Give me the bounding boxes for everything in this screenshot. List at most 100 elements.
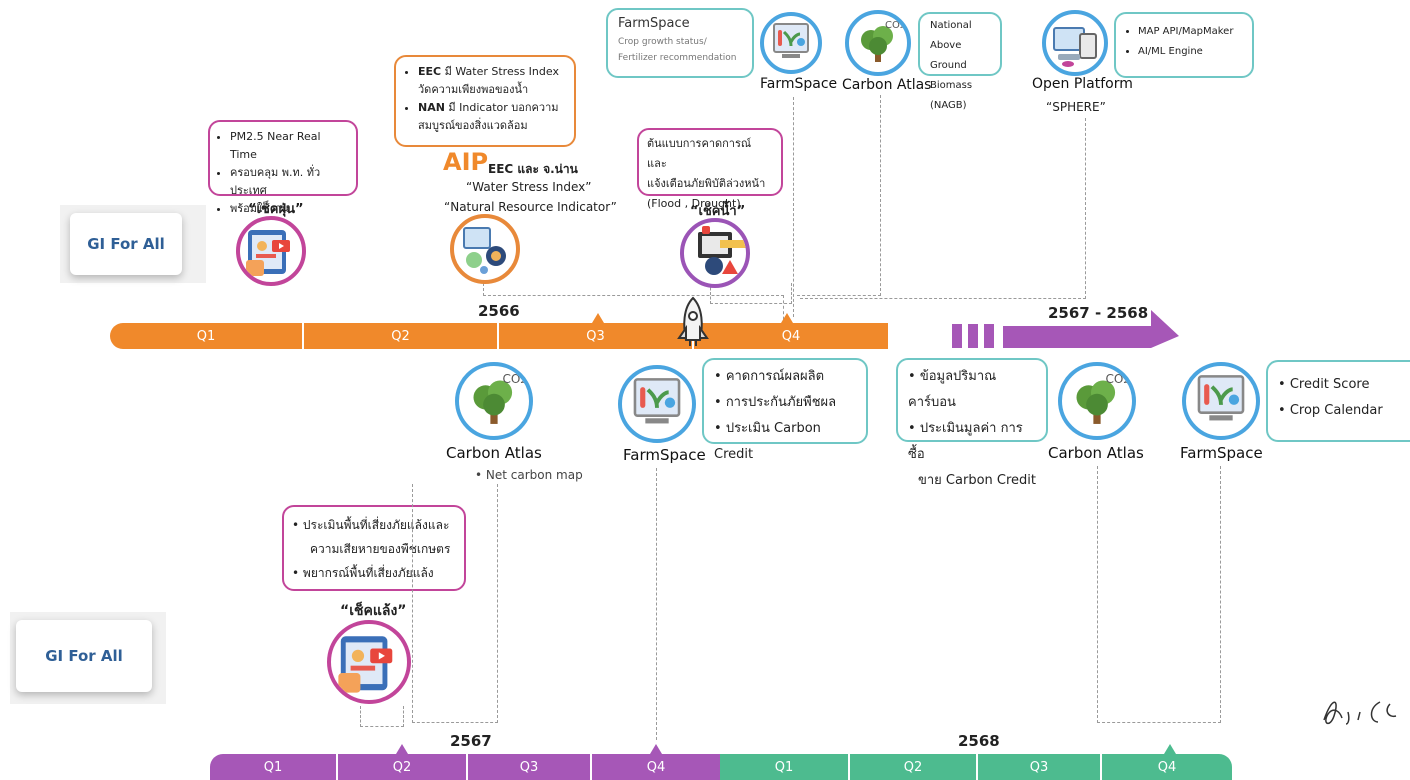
quarter-q3[interactable]: Q3 [499, 323, 694, 349]
timeline-stripe [984, 324, 994, 348]
forecast-line: แจ้งเตือนภัยพิบัติล่วงหน้า [647, 177, 766, 190]
connector [412, 484, 498, 723]
pm25-item: พร้อมใช้งาน [230, 200, 350, 218]
dust-app-circle[interactable] [236, 216, 306, 286]
environment-gear-icon [463, 227, 506, 274]
gi-for-all-button-top[interactable]: GI For All [70, 213, 182, 275]
pm25-item: PM2.5 Near Real Time [230, 128, 350, 164]
timeline-arrow [1003, 310, 1179, 348]
map-api-item: MAP API/MapMaker [1138, 22, 1244, 42]
farm-item: • คาดการณ์ผลผลิต [714, 369, 825, 384]
carbon-atlas-circle-mid[interactable]: CO₂ [455, 362, 533, 440]
credit-item: • Credit Score [1278, 377, 1370, 392]
nagb-box: National Above Ground Biomass (NAGB) [918, 12, 1002, 111]
farmspace-info-box: FarmSpace Crop growth status/ Fertilizer… [606, 8, 754, 78]
carbon-atlas-circle-top[interactable]: CO₂ [845, 10, 911, 76]
connector [1097, 466, 1221, 723]
rocket-icon [677, 296, 709, 346]
sphere-label: “SPHERE” [1046, 100, 1106, 114]
carbon-atlas-label-top: Carbon Atlas [842, 77, 932, 93]
plant-monitor-icon [1197, 375, 1245, 421]
tree-co2-icon: CO₂ [861, 20, 904, 62]
carbon-atlas-circle-right[interactable]: CO₂ [1058, 362, 1136, 440]
nagb-line: National Above [930, 20, 972, 51]
quarter-2568-q1[interactable]: Q1 [720, 754, 850, 780]
dust-check-label: “เช็คฝุ่น” [248, 202, 304, 217]
natural-resource-label: “Natural Resource Indicator” [444, 200, 617, 214]
connector [783, 295, 784, 325]
drought-item: • พยากรณ์พื้นที่เสี่ยงภัยแล้ง [292, 566, 434, 580]
plant-monitor-icon [773, 23, 809, 58]
farmspace-circle-mid[interactable] [618, 365, 696, 443]
drought-item: ความเสียหายของพืชเกษตร [310, 542, 451, 556]
farmspace-line: Fertilizer recommendation [618, 53, 737, 63]
quarter-2567-q2[interactable]: Q2 [338, 754, 468, 780]
connector [710, 283, 792, 304]
pm25-item: ครอบคลุม พ.ท. ทั่วประเทศ [230, 164, 350, 200]
farmspace-circle-top[interactable] [760, 12, 822, 74]
farmspace-label-mid: FarmSpace [623, 446, 706, 464]
connector [360, 706, 404, 727]
open-platform-label: Open Platform [1032, 76, 1133, 92]
eec-nan-box: EEC มี Water Stress Index วัดความเพียงพอ… [394, 55, 576, 147]
timeline-bottom: Q1 Q2 Q3 Q4 Q1 Q2 Q3 Q4 [210, 754, 1232, 780]
devices-icon [1053, 27, 1097, 67]
gi-for-all-card-top: GI For All [60, 205, 206, 283]
timeline-marker [781, 313, 793, 323]
quarter-q1[interactable]: Q1 [110, 323, 304, 349]
nagb-line: Ground Biomass [930, 60, 973, 91]
farmspace-title: FarmSpace [618, 16, 690, 31]
quarter-2568-q3[interactable]: Q3 [978, 754, 1102, 780]
carbon-atlas-label-mid: Carbon Atlas [446, 444, 542, 462]
quarter-2567-q1[interactable]: Q1 [210, 754, 338, 780]
drought-box: • ประเมินพื้นที่เสี่ยงภัยแล้งและ ความเสี… [282, 505, 466, 591]
net-carbon-item: • Net carbon map [475, 468, 583, 482]
plant-monitor-icon [633, 378, 681, 424]
farmspace-line: Crop growth status/ [618, 37, 707, 47]
quarter-q2[interactable]: Q2 [304, 323, 499, 349]
timeline-marker [592, 313, 604, 323]
quarter-2567-q3[interactable]: Q3 [468, 754, 592, 780]
aip-eec-nan: EEC และ จ.น่าน [488, 162, 578, 176]
gi-for-all-button-bottom[interactable]: GI For All [16, 620, 152, 692]
quarter-2567-q4[interactable]: Q4 [592, 754, 720, 780]
year-2567-2568: 2567 - 2568 [1048, 304, 1149, 322]
phone-app-icon [246, 230, 290, 276]
warning-monitor-icon [698, 226, 746, 275]
map-api-box: MAP API/MapMaker AI/ML Engine [1114, 12, 1254, 78]
forecast-box: ต้นแบบการคาดการณ์ และ แจ้งเตือนภัยพิบัติ… [637, 128, 783, 210]
carbon-item: ขาย Carbon Credit [918, 473, 1036, 488]
timeline-marker [650, 744, 662, 754]
timeline-top-orange: Q1 Q2 Q3 Q4 [110, 323, 888, 349]
quarter-2568-q2[interactable]: Q2 [850, 754, 978, 780]
quarter-q4[interactable]: Q4 [781, 328, 801, 344]
open-platform-circle[interactable] [1042, 10, 1108, 76]
carbon-atlas-label-right: Carbon Atlas [1048, 444, 1144, 462]
phone-app-icon [338, 636, 393, 693]
connector [797, 95, 881, 296]
water-stress-circle[interactable] [450, 214, 520, 284]
svg-text:CO₂: CO₂ [885, 20, 904, 31]
gi-for-all-label: GI For All [45, 647, 123, 665]
credit-box: • Credit Score • Crop Calendar [1266, 360, 1410, 442]
connector [793, 97, 794, 317]
aip-logo: AIP [443, 148, 489, 176]
timeline-marker [396, 744, 408, 754]
connector [656, 468, 657, 740]
farmspace-label-right: FarmSpace [1180, 444, 1263, 462]
tree-co2-icon: CO₂ [473, 372, 525, 424]
forecast-line: ต้นแบบการคาดการณ์ และ [647, 137, 752, 170]
timeline-stripe [952, 324, 962, 348]
pm25-box: PM2.5 Near Real Time ครอบคลุม พ.ท. ทั่วป… [208, 120, 358, 215]
water-check-label: “เช็คน้ำ” [690, 204, 746, 219]
timeline-marker [1164, 744, 1176, 754]
quarter-2568-q4[interactable]: Q4 [1102, 754, 1232, 780]
svg-text:CO₂: CO₂ [1105, 372, 1128, 386]
connector [800, 118, 1086, 299]
water-check-circle[interactable] [680, 218, 750, 288]
connector [483, 283, 784, 296]
farmspace-circle-right[interactable] [1182, 362, 1260, 440]
year-2567: 2567 [450, 732, 492, 750]
drought-app-circle[interactable] [327, 620, 411, 704]
year-2568: 2568 [958, 732, 1000, 750]
